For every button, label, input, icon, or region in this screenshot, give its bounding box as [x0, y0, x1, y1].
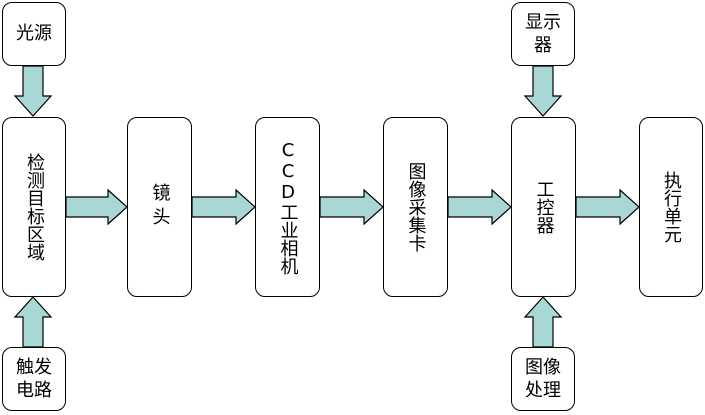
- execution-unit-node: 执行单元: [639, 117, 703, 297]
- arrow-processing-to-controller: [523, 296, 563, 348]
- arrow-lens-to-ccd: [191, 188, 256, 226]
- arrow-trigger-to-detection: [13, 296, 53, 348]
- display-node: 显示 器: [511, 2, 575, 66]
- controller-label: 工控器: [533, 180, 555, 234]
- light-source-node: 光源: [2, 2, 66, 66]
- arrow-capture-to-controller: [447, 188, 512, 226]
- ccd-camera-node: CCD工业相机: [255, 117, 320, 297]
- trigger-circuit-node: 触发 电路: [2, 347, 66, 411]
- detection-area-node: 检测目标区域: [2, 117, 66, 297]
- lens-node: 镜头: [127, 117, 192, 297]
- capture-card-label: 图像采集卡: [405, 162, 427, 252]
- arrow-display-to-controller: [523, 65, 563, 117]
- arrow-controller-to-execution: [575, 188, 640, 226]
- lens-label: 镜头: [149, 183, 171, 231]
- execution-unit-label: 执行单元: [661, 171, 682, 243]
- display-label: 显示 器: [525, 11, 561, 56]
- image-processing-label: 图像 处理: [525, 356, 561, 401]
- arrow-ccd-to-capture: [319, 188, 384, 226]
- capture-card-node: 图像采集卡: [383, 117, 448, 297]
- arrow-light-to-detection: [13, 65, 53, 117]
- light-source-label: 光源: [16, 23, 52, 45]
- trigger-circuit-label: 触发 电路: [16, 356, 52, 401]
- image-processing-node: 图像 处理: [511, 347, 575, 411]
- arrow-detection-to-lens: [65, 188, 128, 226]
- controller-node: 工控器: [511, 117, 576, 297]
- detection-area-label: 检测目标区域: [24, 153, 45, 261]
- ccd-camera-label: CCD工业相机: [277, 139, 299, 275]
